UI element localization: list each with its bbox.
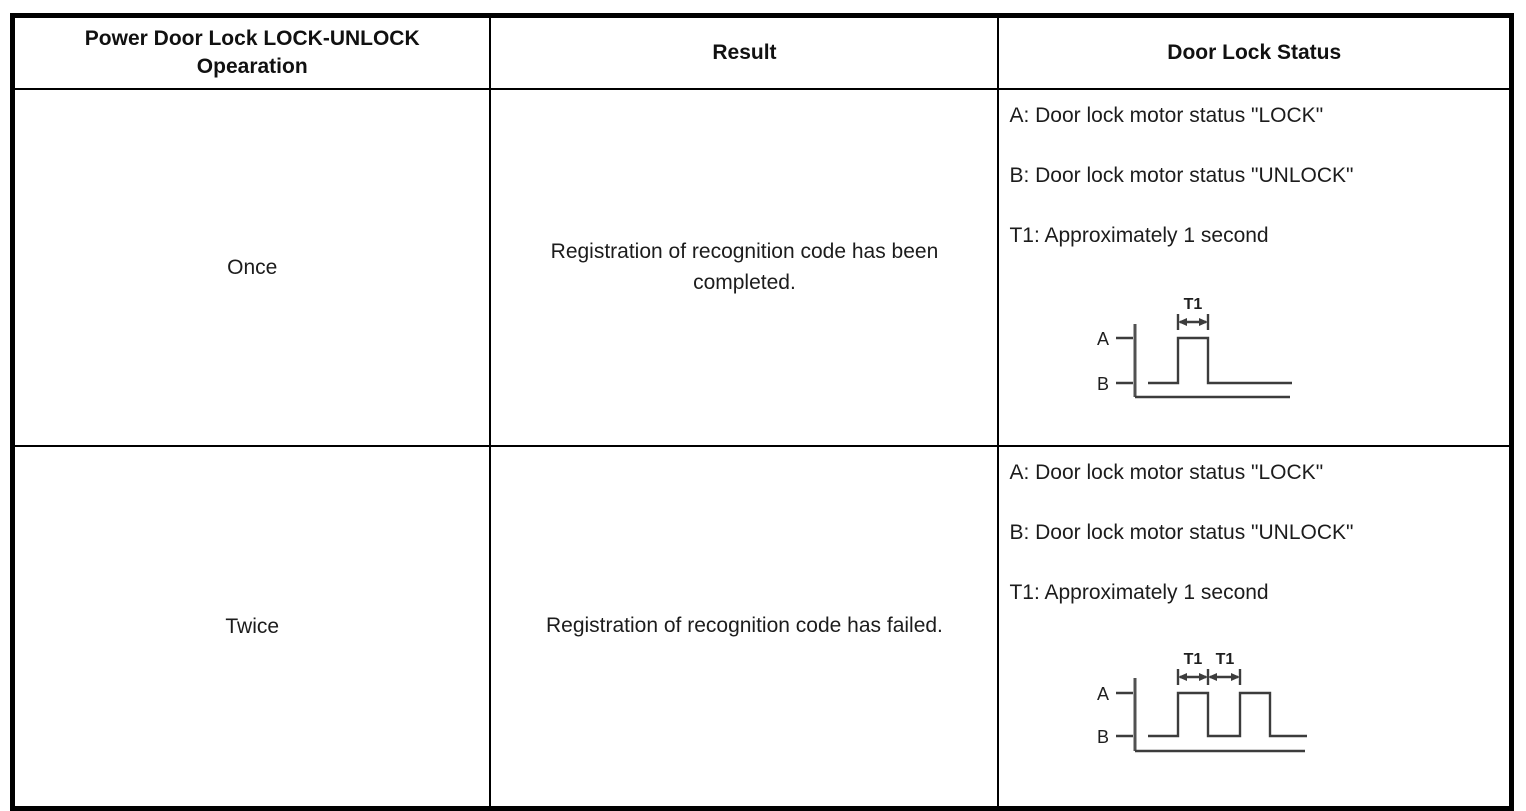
result-text: Registration of recognition code has bee… — [550, 240, 939, 294]
arrowhead-right — [1199, 673, 1209, 681]
t1-label: T1 — [1184, 296, 1203, 313]
status-line: T1: Approximately 1 second — [1009, 224, 1269, 247]
operation-cell: Twice — [11, 445, 492, 810]
arrowhead-left — [1208, 673, 1218, 681]
arrowhead-right — [1231, 673, 1241, 681]
pulse-trace — [1148, 336, 1293, 385]
status-line: T1: Approximately 1 second — [1009, 581, 1269, 604]
t1-label-first: T1 — [1184, 651, 1203, 668]
level-a-label: A — [1097, 684, 1109, 704]
arrowhead-left — [1178, 673, 1188, 681]
header-result: Result — [489, 14, 1000, 90]
result-cell: Registration of recognition code has fai… — [489, 445, 1000, 810]
t1-label-second: T1 — [1216, 651, 1235, 668]
waveform-figure: T1 T1 — [1083, 641, 1501, 763]
door-lock-status-cell: A: Door lock motor status "LOCK" B: Door… — [997, 445, 1513, 810]
level-b-label: B — [1097, 727, 1109, 747]
result-text: Registration of recognition code has fai… — [545, 614, 943, 638]
operation-cell: Once — [11, 88, 492, 447]
pulse-trace — [1148, 691, 1308, 738]
status-line: B: Door lock motor status "UNLOCK" — [1009, 521, 1354, 544]
door-lock-registration-table: Power Door Lock LOCK-UNLOCK Opearation R… — [10, 13, 1514, 811]
result-cell: Registration of recognition code has bee… — [489, 88, 1000, 447]
header-row: Power Door Lock LOCK-UNLOCK Opearation R… — [11, 14, 1513, 90]
waveform-figure: T1 A — [1083, 286, 1501, 408]
arrowhead-left — [1178, 318, 1188, 326]
header-door-lock-status: Door Lock Status — [997, 14, 1513, 90]
level-b-label: B — [1097, 374, 1109, 394]
header-operation: Power Door Lock LOCK-UNLOCK Opearation — [11, 14, 492, 90]
table-row-twice: Twice Registration of recognition code h… — [11, 445, 1513, 810]
table-row-once: Once Registration of recognition code ha… — [11, 88, 1513, 447]
status-line: A: Door lock motor status "LOCK" — [1009, 461, 1324, 484]
level-a-label: A — [1097, 329, 1109, 349]
status-line: A: Door lock motor status "LOCK" — [1009, 104, 1324, 127]
status-line: B: Door lock motor status "UNLOCK" — [1009, 164, 1354, 187]
single-pulse-waveform-icon: T1 A — [1097, 296, 1293, 399]
arrowhead-right — [1199, 318, 1209, 326]
double-pulse-waveform-icon: T1 T1 — [1097, 651, 1308, 753]
door-lock-status-cell: A: Door lock motor status "LOCK" B: Door… — [997, 88, 1513, 447]
